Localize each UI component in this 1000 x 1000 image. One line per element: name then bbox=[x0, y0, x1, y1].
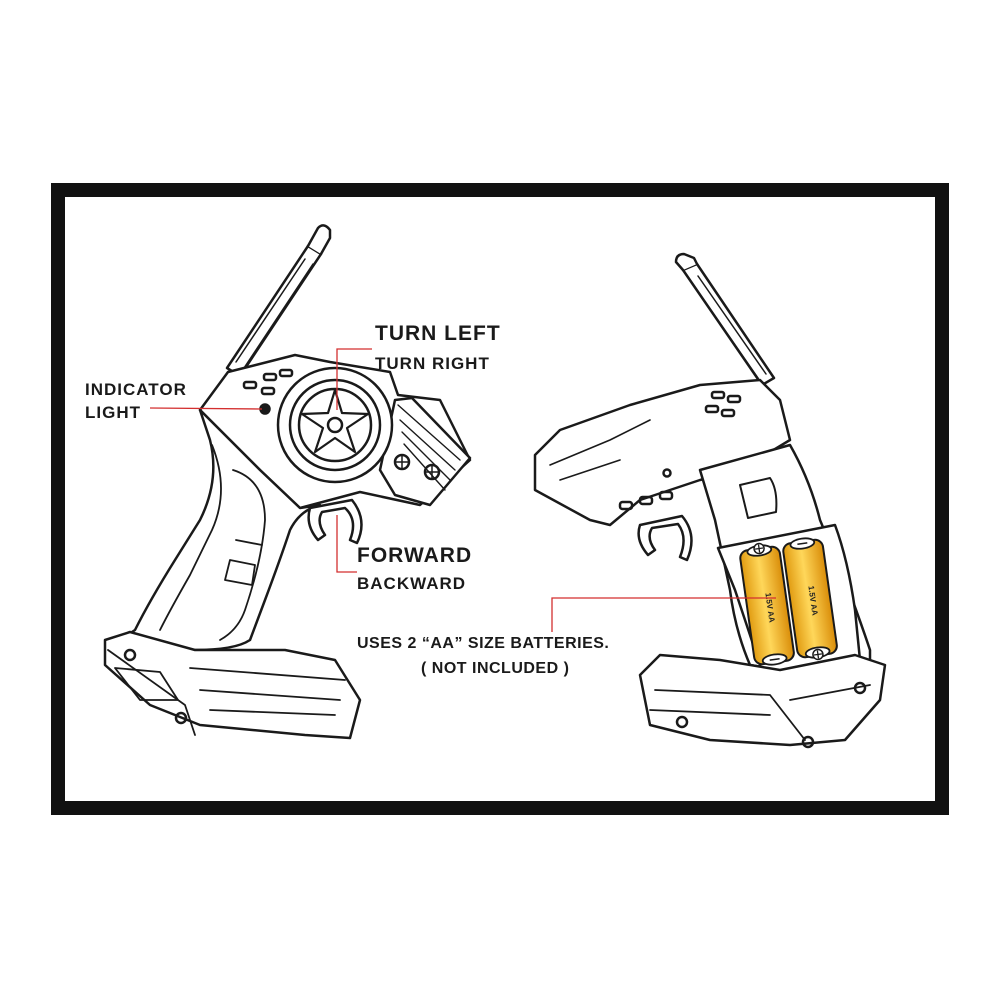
left-base bbox=[103, 630, 362, 740]
forward-label: FORWARD bbox=[357, 544, 473, 567]
trim-knobs bbox=[393, 453, 441, 481]
right-antenna bbox=[674, 252, 776, 387]
turn-right-label: TURN RIGHT bbox=[375, 354, 490, 373]
battery-right: 1.5V AA bbox=[782, 537, 838, 661]
right-controller bbox=[533, 252, 887, 749]
left-controller bbox=[103, 224, 472, 740]
left-grip bbox=[118, 408, 322, 652]
left-trigger bbox=[307, 498, 363, 545]
leader-batteries bbox=[551, 597, 776, 632]
left-antenna bbox=[225, 224, 332, 378]
battery-left: 1.5V AA bbox=[739, 542, 795, 666]
indicator-label: INDICATOR bbox=[85, 380, 187, 399]
right-base bbox=[638, 653, 887, 747]
right-trigger bbox=[637, 514, 693, 562]
backward-label: BACKWARD bbox=[357, 574, 467, 593]
leader-indicator bbox=[149, 407, 263, 410]
steering-wheel bbox=[276, 366, 394, 484]
leader-lines bbox=[149, 348, 776, 632]
battery-right-label: 1.5V AA bbox=[806, 585, 819, 616]
turn-left-label: TURN LEFT bbox=[375, 322, 501, 345]
not-included-label: ( NOT INCLUDED ) bbox=[421, 660, 570, 677]
light-label: LIGHT bbox=[85, 403, 141, 422]
left-wheel-housing bbox=[378, 396, 472, 507]
battery-left-label: 1.5V AA bbox=[763, 592, 776, 623]
batteries-label: USES 2 “AA” SIZE BATTERIES. bbox=[357, 635, 610, 652]
leader-forward bbox=[336, 515, 357, 573]
leader-turn bbox=[336, 348, 372, 410]
